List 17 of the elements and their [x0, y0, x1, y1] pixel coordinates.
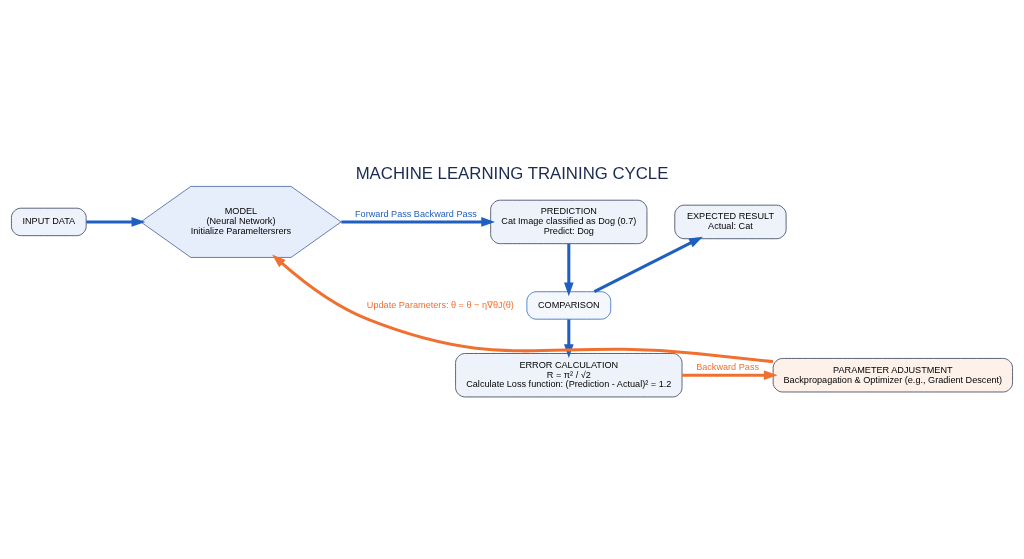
- edge-label: Forward Pass Backward Pass: [355, 209, 477, 220]
- arrow: [272, 254, 774, 364]
- arrow: [86, 217, 146, 227]
- arrow: [564, 243, 574, 297]
- node-box: PARAMETER ADJUSTMENT Backpropagation & Optimizer (e.g., Gradient Descent): [772, 358, 1013, 393]
- node-box: INPUT DATA: [11, 207, 87, 237]
- edge-label: Backward Pass: [696, 362, 760, 373]
- arrow: [341, 217, 496, 227]
- arrow: [682, 370, 778, 381]
- diagram-title: MACHINE LEARNING TRAINING CYCLE: [355, 163, 669, 183]
- node-box: COMPARISON: [526, 291, 612, 320]
- node-box: PREDICTION Cat Image classified as Dog (0.7) Predict: Dog: [490, 199, 648, 245]
- node-box: EXPECTED RESULT Actual: Cat: [674, 204, 787, 240]
- node-box: ERROR CALCULATION R = π² / √2 Calculate Loss function: (Prediction - Actual)² = 1.2: [455, 353, 683, 398]
- edge-label: Update Parameters: θ = θ − η∇θJ(θ): [366, 299, 514, 310]
- arrow: [593, 236, 703, 294]
- arrow: [564, 319, 574, 358]
